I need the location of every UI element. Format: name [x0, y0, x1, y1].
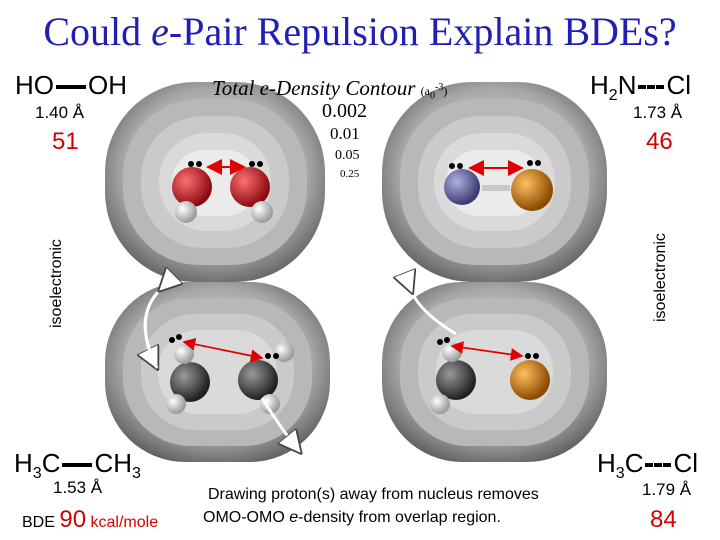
contour-map-ch3cl [382, 282, 607, 462]
bond-length-hooh: 1.40 Å [35, 103, 85, 122]
contour-level-3: 0.05 [335, 148, 360, 163]
bond-length-ch3cl: 1.79 Å [642, 480, 692, 499]
hydrogen-atom [175, 201, 197, 223]
contour-legend-title: Total e-Density Contour (a0-3) [212, 76, 448, 102]
oxygen-atom-left [172, 167, 212, 207]
bde-ethane: 90 [59, 506, 87, 533]
bde-ethane-row: BDE 90 kcal/mole [22, 506, 159, 533]
proton-pull-arrow [412, 292, 457, 336]
nitrogen-atom [444, 169, 480, 205]
contour-level-1: 0.002 [322, 100, 367, 122]
bde-hooh: 51 [52, 128, 79, 155]
isoelectronic-label-left: isoelectronic [48, 239, 65, 328]
carbon-atom-left [170, 362, 210, 402]
bond-length-ethane: 1.53 Å [53, 478, 103, 497]
hydrogen-atom [251, 201, 273, 223]
caption-line-2: OMO-OMO e-density from overlap region. [203, 509, 501, 526]
bond-length-h2ncl: 1.73 Å [633, 103, 683, 122]
chlorine-atom [511, 169, 553, 211]
isoelectronic-label-right: isoelectronic [652, 233, 669, 322]
bde-ch3cl: 84 [650, 506, 677, 533]
proton-pull-arrow [260, 397, 300, 452]
chlorine-atom [510, 360, 550, 400]
slide-title: Could e-Pair Repulsion Explain BDEs? [43, 9, 677, 54]
contour-map-ethane [105, 282, 330, 462]
contour-level-2: 0.01 [330, 124, 360, 143]
contour-map-h2ncl [382, 82, 607, 282]
oxygen-atom-right [230, 167, 270, 207]
contour-level-4: 0.25 [340, 168, 360, 180]
carbon-atom [436, 360, 476, 400]
contour-map-hooh [105, 82, 325, 282]
carbon-atom-right [238, 360, 278, 400]
bde-h2ncl: 46 [646, 128, 673, 155]
caption-line-1: Drawing proton(s) away from nucleus remo… [208, 486, 539, 503]
